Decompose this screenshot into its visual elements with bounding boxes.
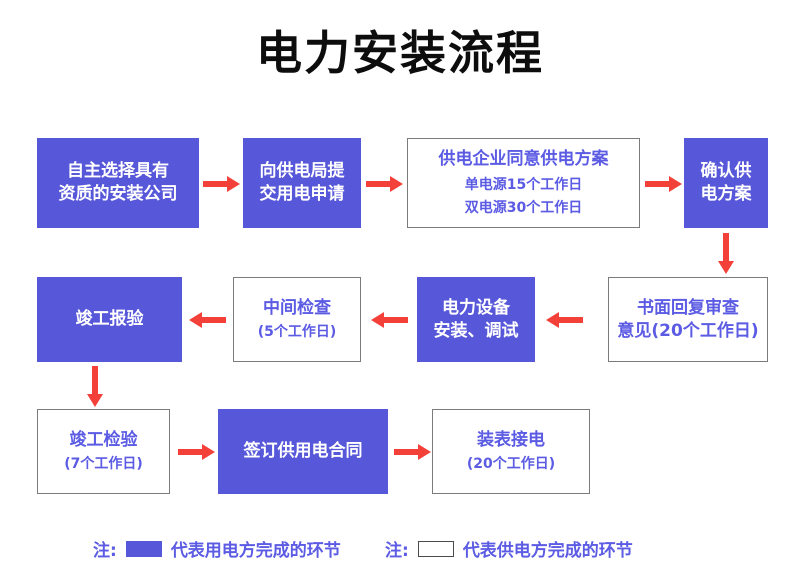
flow-node-n6-line1: 电力设备 [442, 297, 510, 318]
flow-node-n9-sub1: (7个工作日) [64, 456, 143, 473]
flow-node-n4-line2: 电方案 [700, 184, 752, 204]
flow-node-n3-sub1: 单电源15个工作日 [464, 176, 583, 193]
flow-node-n2[interactable]: 向供电局提 交用电申请 [243, 138, 361, 228]
arrow-n6-to-n7 [370, 311, 408, 329]
arrow-n3-to-n4 [645, 175, 683, 193]
flow-node-n1-line1: 自主选择具有 [67, 161, 169, 182]
flow-node-n3-sub2: 双电源30个工作日 [464, 200, 583, 217]
legend-swatch-outlined [417, 540, 454, 557]
flow-node-n1-line2: 资质的安装公司 [58, 184, 178, 204]
legend-note-label-2: 注: [385, 541, 409, 561]
page-title: 电力安装流程 [256, 26, 544, 80]
flow-node-n5-line1: 书面回复审查 [637, 297, 739, 318]
flow-node-n7-sub1: (5个工作日) [257, 324, 337, 341]
flow-node-n11-sub1: (20个工作日) [466, 456, 556, 473]
flow-node-n9[interactable]: 竣工检验 (7个工作日) [37, 409, 170, 494]
flow-node-n3-line1: 供电企业同意供电方案 [438, 148, 609, 169]
flow-node-n1[interactable]: 自主选择具有 资质的安装公司 [37, 138, 199, 228]
arrow-n1-to-n2 [203, 175, 241, 193]
arrow-n2-to-n3 [366, 175, 404, 193]
legend-item-customer: 注: 代表用电方完成的环节 [93, 536, 341, 561]
flow-node-n3[interactable]: 供电企业同意供电方案 单电源15个工作日 双电源30个工作日 [407, 138, 640, 228]
arrow-n10-to-n11 [394, 443, 432, 461]
flow-node-n5[interactable]: 书面回复审查 意见(20个工作日) [608, 277, 768, 362]
flow-node-n4[interactable]: 确认供 电方案 [684, 138, 768, 228]
flow-node-n2-line2: 交用电申请 [259, 184, 345, 204]
flow-node-n11-line1: 装表接电 [477, 430, 545, 451]
flow-node-n11[interactable]: 装表接电 (20个工作日) [432, 409, 590, 494]
arrow-n8-to-n9 [86, 366, 104, 408]
flow-node-n7[interactable]: 中间检查 (5个工作日) [233, 277, 361, 362]
legend-text-supplier: 代表供电方完成的环节 [462, 541, 633, 561]
legend-text-customer: 代表用电方完成的环节 [170, 541, 341, 561]
arrow-n4-to-n5 [717, 233, 735, 275]
flow-node-n4-line1: 确认供 [700, 161, 752, 182]
legend-note-label-1: 注: [93, 541, 117, 561]
flow-node-n2-line1: 向供电局提 [259, 161, 345, 182]
flow-node-n10[interactable]: 签订供用电合同 [218, 409, 388, 494]
arrow-n5-to-n6 [545, 311, 583, 329]
flow-node-n8[interactable]: 竣工报验 [37, 277, 182, 362]
arrow-n9-to-n10 [178, 443, 216, 461]
flow-node-n9-line1: 竣工检验 [69, 430, 138, 451]
flow-node-n6-line2: 安装、调试 [433, 320, 519, 341]
flow-node-n8-line1: 竣工报验 [75, 309, 144, 330]
flow-node-n6[interactable]: 电力设备 安装、调试 [417, 277, 535, 362]
legend-item-supplier: 注: 代表供电方完成的环节 [385, 536, 633, 561]
flow-node-n10-line1: 签订供用电合同 [243, 441, 363, 462]
legend-swatch-filled [125, 540, 162, 557]
arrow-n7-to-n8 [188, 311, 226, 329]
flow-node-n7-line1: 中间检查 [263, 298, 331, 319]
flow-node-n5-line2: 意见(20个工作日) [617, 320, 759, 341]
